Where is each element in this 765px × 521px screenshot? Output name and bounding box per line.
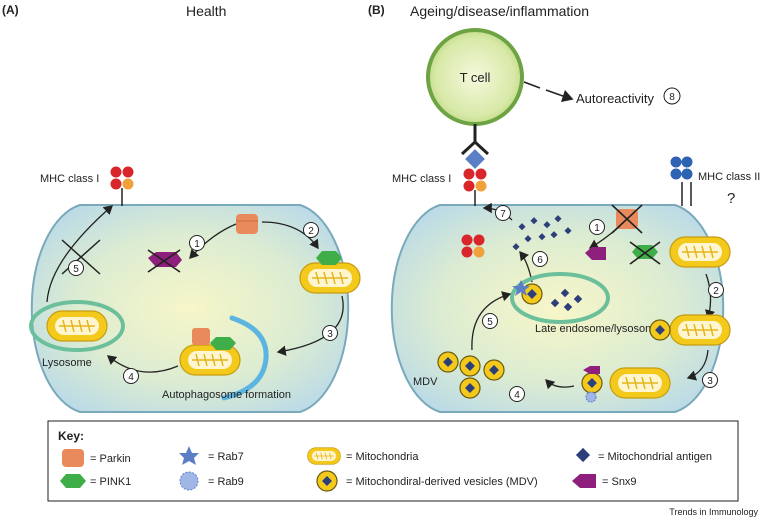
autoreactivity-label: Autoreactivity bbox=[576, 91, 655, 106]
step-b-6: 6 bbox=[537, 255, 543, 266]
mhc-class-ii bbox=[670, 156, 693, 206]
mhc-class-i-label-b: MHC class I bbox=[392, 173, 451, 185]
parkin-a bbox=[236, 214, 258, 234]
key-box bbox=[47, 420, 739, 502]
mhc-class-ii-label: MHC class II bbox=[698, 171, 760, 183]
pink1-icon bbox=[60, 474, 86, 488]
parkin-icon bbox=[62, 449, 84, 467]
step-a-1: 1 bbox=[194, 239, 200, 250]
key-mdv: = Mitochondiral-derived vesicles (MDV) bbox=[346, 476, 538, 488]
panel-b-label: (B) bbox=[368, 3, 385, 17]
mdv-icon bbox=[316, 470, 338, 492]
rab9-icon bbox=[179, 471, 199, 491]
cell-a bbox=[30, 204, 350, 413]
step-a-3: 3 bbox=[327, 329, 333, 340]
key-rab9: = Rab9 bbox=[208, 476, 244, 488]
step-a-5: 5 bbox=[73, 264, 79, 275]
mitochondria-pink1-a bbox=[299, 251, 361, 294]
late-endosome bbox=[510, 272, 610, 324]
key-rab7: = Rab7 bbox=[208, 451, 244, 463]
snx9-b bbox=[585, 247, 606, 260]
rab7-icon bbox=[179, 446, 199, 465]
mitochondria-icon bbox=[307, 447, 341, 465]
autophagosome-a bbox=[179, 315, 269, 401]
key-title: Key: bbox=[58, 429, 84, 443]
step-a-4: 4 bbox=[128, 372, 134, 383]
cell-b bbox=[390, 204, 725, 413]
mhc-class-i-a bbox=[110, 166, 134, 206]
t-cell-label: T cell bbox=[460, 70, 491, 85]
parkin-crossed-b bbox=[611, 204, 643, 234]
step-b-1: 1 bbox=[594, 223, 600, 234]
step-b-2: 2 bbox=[713, 286, 719, 297]
mitochondria-b-bottom bbox=[581, 366, 671, 403]
mitochondria-b-top bbox=[669, 236, 731, 268]
t-cell-receptor bbox=[460, 124, 490, 169]
panel-b-title: Ageing/disease/inflammation bbox=[410, 3, 589, 19]
late-endosome-label: Late endosome/lysosome bbox=[535, 323, 660, 335]
key-mitochondria: = Mitochondria bbox=[346, 451, 419, 463]
mhc-class-i-label-a: MHC class I bbox=[40, 173, 99, 185]
question-mark: ? bbox=[727, 190, 735, 207]
step-b-5: 5 bbox=[487, 317, 493, 328]
step-b-7: 7 bbox=[500, 209, 506, 220]
mhc-class-i-internal bbox=[461, 234, 485, 258]
lysosome-label: Lysosome bbox=[42, 357, 92, 369]
panel-a-title: Health bbox=[186, 3, 226, 19]
step-b-4: 4 bbox=[514, 390, 520, 401]
pink1-crossed-b bbox=[629, 241, 661, 265]
key-parkin: = Parkin bbox=[90, 453, 131, 465]
antigen-icon bbox=[575, 447, 591, 463]
step-a-2: 2 bbox=[308, 226, 314, 237]
step-b-3: 3 bbox=[707, 376, 713, 387]
mhc-class-i-b bbox=[463, 168, 487, 206]
panel-a-label: (A) bbox=[2, 3, 19, 17]
key-snx9: = Snx9 bbox=[602, 476, 637, 488]
antigen-cluster bbox=[512, 215, 572, 251]
autophagosome-label: Autophagosome formation bbox=[162, 389, 291, 401]
step-b-8: 8 bbox=[669, 92, 675, 103]
key-antigen: = Mitochondrial antigen bbox=[598, 451, 712, 463]
snx9-icon bbox=[572, 474, 596, 488]
key-pink1: = PINK1 bbox=[90, 476, 131, 488]
journal-credit: Trends in Immunology bbox=[669, 507, 758, 517]
mdv-label: MDV bbox=[413, 376, 438, 388]
lysosome-a bbox=[29, 300, 125, 352]
snx9-pink1-crossed-a bbox=[147, 249, 182, 273]
